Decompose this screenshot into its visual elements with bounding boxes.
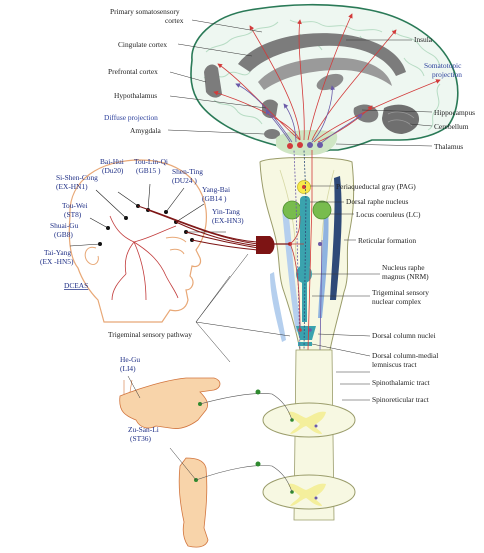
dorsal-column-nuclei	[298, 342, 312, 346]
acupoint-si-shen-cong-1: Si-Shen-Cong	[56, 173, 98, 182]
acupoint-he-gu-1: He-Gu	[120, 355, 140, 364]
label-pag: Periaqueductal gray (PAG)	[336, 182, 416, 191]
acupoint-tai-yang-2: (EX -HN5)	[40, 257, 74, 266]
spinal-cord	[262, 349, 356, 521]
blue-tract-right	[318, 202, 329, 318]
blue-tract-left	[270, 272, 286, 342]
locus-coeruleus-left	[282, 200, 302, 220]
thalamic-nuclei-dots	[287, 142, 323, 149]
acupoint-zu-san-li-2: (ST36)	[130, 434, 151, 443]
label-dceas: DCEAS	[64, 281, 88, 290]
label-reticular-formation: Reticular formation	[358, 236, 416, 245]
label-dorsal-column-nuclei: Dorsal column nuclei	[372, 331, 436, 340]
electrode-dots	[98, 204, 194, 246]
label-cerebellum: Cerebellum	[434, 122, 469, 131]
acupoint-labels: Bai-Hui (Du20) Tou-Lin-Qi (GB15 ) Shen-T…	[40, 157, 244, 443]
spinal-gray-matter-upper	[288, 411, 326, 434]
label-thalamus: Thalamus	[434, 142, 463, 151]
dceas-wires	[137, 205, 259, 251]
prefrontal-cortex-region	[204, 64, 222, 98]
label-trigeminal-sensory-nuclear-complex-2: nuclear complex	[372, 297, 421, 306]
label-nrm-2: magnus (NRM)	[382, 272, 429, 281]
label-hippocampus: Hippocampus	[434, 108, 475, 117]
label-spinothalamic-tract: Spinothalamic tract	[372, 378, 431, 387]
acupoint-shuai-gu-1: Shuai-Gu	[50, 221, 79, 230]
label-spinoreticular-tract: Spinoreticular tract	[372, 395, 430, 404]
acupoint-tou-wei-1: Tou-Wei	[62, 201, 88, 210]
spinal-gray-matter-lower	[288, 483, 326, 506]
leader-lines	[127, 19, 433, 481]
label-locus-coeruleus: Locus coeruleus (LC)	[356, 210, 421, 219]
amygdala-region	[264, 129, 280, 139]
acupoint-zu-san-li-1: Zu-San-Li	[128, 425, 159, 434]
acupoint-tai-yang-1: Tai-Yang	[44, 248, 71, 257]
head	[68, 159, 290, 323]
leg	[178, 457, 209, 548]
label-dorsal-column-medial-lemniscus-1: Dorsal column-medial	[372, 351, 438, 360]
acupoint-tou-wei-2: (ST8)	[64, 210, 82, 219]
acupoint-yang-bai-2: (GB14 )	[202, 194, 227, 203]
dark-tract	[330, 176, 342, 300]
acupoint-he-gu-2: (LI4)	[120, 364, 136, 373]
trigeminal-pathway-leads	[195, 253, 291, 363]
acupoint-yang-bai-1: Yang-Bai	[202, 185, 230, 194]
labels: Primary somatosensory cortex Cingulate c…	[64, 7, 475, 404]
dorsal-raphe-nucleus	[300, 196, 310, 270]
corpus-callosum-region	[258, 57, 392, 90]
electrode-leads	[69, 183, 226, 247]
stimulator-box	[256, 236, 275, 254]
label-somatotopic-projection-2: projection	[432, 70, 462, 79]
acupoint-shuai-gu-2: (GB8)	[54, 230, 73, 239]
stim-to-brainstem	[289, 215, 304, 331]
label-nrm-1: Nucleus raphe	[382, 263, 425, 272]
cerebellum-region	[382, 104, 420, 134]
head-outline	[68, 159, 207, 323]
acupoint-bai-hui-1: Bai-Hui	[100, 157, 124, 166]
somatotopic-projection-fibres	[213, 13, 441, 143]
thalamus-region	[276, 130, 338, 156]
nrm-nucleus	[296, 265, 312, 283]
acupoint-bai-hui-2: (Du20)	[102, 166, 124, 175]
peripheral-afferents	[195, 389, 293, 493]
label-dorsal-raphe-nucleus: Dorsal raphe nucleus	[346, 197, 409, 206]
label-primary-somatosensory-cortex-2: cortex	[165, 16, 184, 25]
acupoint-tou-lin-qi-1: Tou-Lin-Qi	[134, 157, 168, 166]
diffuse-projection-fibres	[235, 83, 363, 145]
hand-outline	[119, 377, 221, 429]
label-amygdala: Amygdala	[130, 126, 162, 135]
label-prefrontal-cortex: Prefrontal cortex	[108, 67, 158, 76]
acupoint-yin-tang-1: Yin-Tang	[212, 207, 240, 216]
brain	[190, 3, 459, 156]
cingulate-cortex-region	[238, 33, 406, 76]
label-trigeminal-sensory-pathway: Trigeminal sensory pathway	[108, 330, 192, 339]
label-cingulate-cortex: Cingulate cortex	[118, 40, 167, 49]
leg-outline	[178, 457, 209, 548]
acupoint-shen-ting-1: Shen-Ting	[172, 167, 203, 176]
acupoint-si-shen-cong-2: (EX-HN1)	[56, 182, 88, 191]
label-dorsal-column-medial-lemniscus-2: lemniscus tract	[372, 360, 417, 369]
label-insula: Insula	[414, 35, 433, 44]
label-somatotopic-projection-1: Somatotopic	[424, 61, 462, 70]
acupoint-shen-ting-2: (DU24 )	[172, 176, 197, 185]
acupoint-yin-tang-2: (EX-HN3)	[212, 216, 244, 225]
hand	[119, 377, 221, 429]
label-diffuse-projection: Diffuse projection	[104, 113, 158, 122]
acupoint-tou-lin-qi-2: (GB15 )	[136, 166, 161, 175]
head-nerve-branches	[109, 215, 179, 301]
locus-coeruleus-right	[312, 200, 332, 220]
reticular-formation-region	[282, 208, 302, 332]
label-hypothalamus: Hypothalamus	[114, 91, 157, 100]
label-primary-somatosensory-cortex-1: Primary somatosensory	[110, 7, 180, 16]
label-trigeminal-sensory-nuclear-complex-1: Trigeminal sensory	[372, 288, 429, 297]
